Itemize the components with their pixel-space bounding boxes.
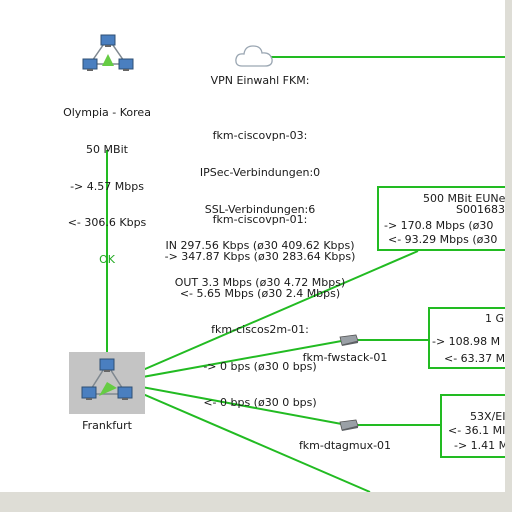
link-box-eunet[interactable]: 500 MBit EUNe S001683 -> 170.8 Mbps (ø30… bbox=[377, 186, 512, 251]
dtagmux-label: fkm-dtagmux-01 bbox=[298, 439, 392, 452]
vpn-line: fkm-ciscovpn-01: bbox=[212, 213, 308, 227]
vpn-line: fkm-ciscos2m-01: bbox=[211, 323, 309, 337]
fwstack-router-icon[interactable] bbox=[336, 333, 360, 347]
vpn-block-1: fkm-ciscovpn-03: IPSec-Verbindungen:0 SS… bbox=[140, 106, 380, 301]
link-box-line: <- 63.37 M bbox=[444, 352, 506, 365]
vpn-line: -> 0 bps (ø30 0 bps) bbox=[203, 359, 317, 373]
vpn-title: VPN Einwahl FKM: bbox=[210, 74, 310, 87]
link-frankfurt-bottom bbox=[114, 381, 371, 493]
link-box-line: <- 36.1 MI bbox=[448, 424, 506, 437]
link-box-line: 500 MBit EUNe bbox=[423, 192, 506, 205]
bottom-panel bbox=[0, 492, 512, 512]
olympia-bandwidth: 50 MBit bbox=[86, 143, 128, 157]
olympia-name: Olympia - Korea bbox=[63, 106, 151, 120]
link-frankfurt-eunet bbox=[114, 250, 419, 383]
vpn-line: <- 0 bps (ø30 0 bps) bbox=[203, 396, 317, 410]
olympia-status: OK bbox=[99, 252, 115, 266]
olympia-hub-icon[interactable] bbox=[80, 32, 136, 78]
frankfurt-node[interactable] bbox=[69, 352, 145, 414]
vpn-line: IN 297.56 Kbps (ø30 409.62 Kbps) bbox=[165, 239, 355, 253]
frankfurt-label: Frankfurt bbox=[82, 419, 132, 432]
cloud-icon bbox=[235, 45, 273, 67]
olympia-out: -> 4.57 Mbps bbox=[70, 179, 144, 193]
dtagmux-router-icon[interactable] bbox=[336, 418, 360, 432]
link-box-line: 1 GI bbox=[485, 312, 508, 325]
link-box-line: 53X/EI bbox=[470, 410, 506, 423]
vpn-line: <- 5.65 Mbps (ø30 2.4 Mbps) bbox=[179, 286, 341, 300]
vpn-line: -> 347.87 Kbps (ø30 283.64 Kbps) bbox=[164, 250, 356, 264]
vpn-line: fkm-ciscovpn-03: bbox=[212, 129, 308, 143]
link-box-line: -> 1.41 M bbox=[454, 439, 509, 452]
vpn-line: SSL-Verbindungen:6 bbox=[204, 202, 316, 216]
fwstack-label: fkm-fwstack-01 bbox=[302, 351, 388, 364]
frankfurt-hub-icon bbox=[81, 358, 133, 400]
link-box-line: <- 93.29 Mbps (ø30 bbox=[388, 233, 498, 246]
vpn-line: IPSec-Verbindungen:0 bbox=[199, 166, 321, 180]
link-box-line: -> 108.98 M bbox=[432, 335, 501, 348]
link-box-fwstack[interactable]: 1 GI -> 108.98 M <- 63.37 M bbox=[428, 307, 512, 369]
link-box-line: S001683 bbox=[456, 203, 505, 216]
vpn-line: OUT 3.3 Mbps (ø30 4.72 Mbps) bbox=[174, 275, 346, 289]
olympia-label: Olympia - Korea 50 MBit -> 4.57 Mbps <- … bbox=[47, 83, 167, 278]
link-box-line: -> 170.8 Mbps (ø30 bbox=[384, 219, 494, 232]
vpn-block-2: fkm-ciscovpn-01: -> 347.87 Kbps (ø30 283… bbox=[140, 190, 380, 422]
link-box-dtagmux[interactable]: 53X/EI <- 36.1 MI -> 1.41 M bbox=[440, 394, 512, 458]
right-panel-edge bbox=[505, 0, 512, 492]
olympia-in: <- 306.6 Kbps bbox=[67, 216, 147, 230]
